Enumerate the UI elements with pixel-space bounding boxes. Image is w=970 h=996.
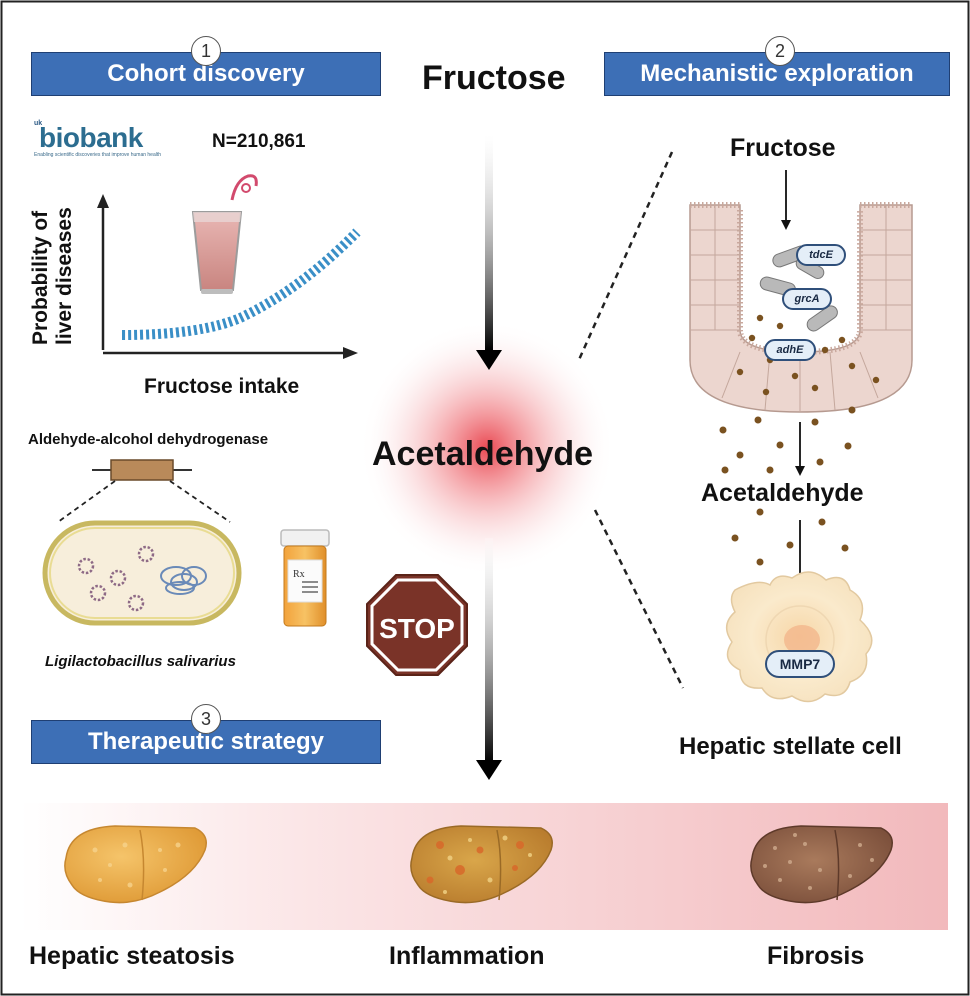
- y-axis-label: Probability of liver diseases: [29, 207, 77, 345]
- step-number-2: 2: [765, 36, 795, 66]
- center-acetaldehyde-label: Acetaldehyde: [372, 435, 594, 473]
- liver-icon-steatosis: [64, 825, 207, 904]
- y-axis-label-line1: Probability of: [29, 210, 52, 345]
- drink-glass-icon: [191, 174, 258, 294]
- pill-bottle-icon: Rx: [280, 529, 330, 627]
- mmp7-label: MMP7: [765, 650, 835, 678]
- rx-label: Rx: [293, 569, 305, 580]
- probability-axes: [97, 194, 358, 359]
- dashed-connector-bottom: [593, 509, 685, 689]
- sample-size-label: N=210,861: [212, 131, 306, 152]
- zoom-line-left: [57, 480, 116, 523]
- enzyme-label: Aldehyde-alcohol dehydrogenase: [28, 431, 269, 448]
- liver-icon-inflammation: [410, 825, 553, 904]
- acetaldehyde-particles: [719, 406, 856, 566]
- outcome-hepatic-steatosis: Hepatic steatosis: [29, 942, 235, 970]
- zoom-line-right: [169, 480, 231, 523]
- biobank-logo-prefix: uk: [34, 120, 43, 127]
- stellate-cell-icon: [726, 571, 873, 703]
- dashed-connector-top: [576, 151, 674, 363]
- x-axis-label: Fructose intake: [144, 375, 300, 398]
- bacterium-label: Ligilactobacillus salivarius: [45, 653, 236, 670]
- gene-tdcE: tdcE: [796, 244, 846, 266]
- mechanism-fructose-label: Fructose: [730, 134, 836, 162]
- biobank-logo: biobank: [39, 122, 143, 153]
- bacterium-icon: [42, 520, 242, 626]
- mechanism-acetaldehyde-label: Acetaldehyde: [701, 479, 864, 507]
- enzyme-gene-icon: [92, 459, 192, 481]
- step-number-3: 3: [191, 704, 221, 734]
- center-arrow-bottom: [476, 538, 502, 780]
- outcome-fibrosis: Fibrosis: [767, 942, 865, 970]
- center-fructose-label: Fructose: [422, 59, 566, 97]
- risk-curve: [121, 228, 361, 340]
- acetaldehyde-glow: [359, 320, 615, 576]
- gene-grcA: grcA: [782, 288, 832, 310]
- step-number-1: 1: [191, 36, 221, 66]
- outcome-inflammation: Inflammation: [389, 942, 545, 970]
- stop-sign-icon: STOP: [366, 574, 468, 676]
- biobank-tagline: Enabling scientific discoveries that imp…: [34, 152, 162, 158]
- stop-label: STOP: [379, 613, 455, 644]
- hepatic-stellate-cell-label: Hepatic stellate cell: [679, 733, 902, 760]
- liver-icon-fibrosis: [750, 825, 893, 904]
- center-arrow-top: [476, 135, 502, 370]
- gene-adhE: adhE: [764, 339, 816, 361]
- y-axis-label-line2: liver diseases: [53, 207, 76, 345]
